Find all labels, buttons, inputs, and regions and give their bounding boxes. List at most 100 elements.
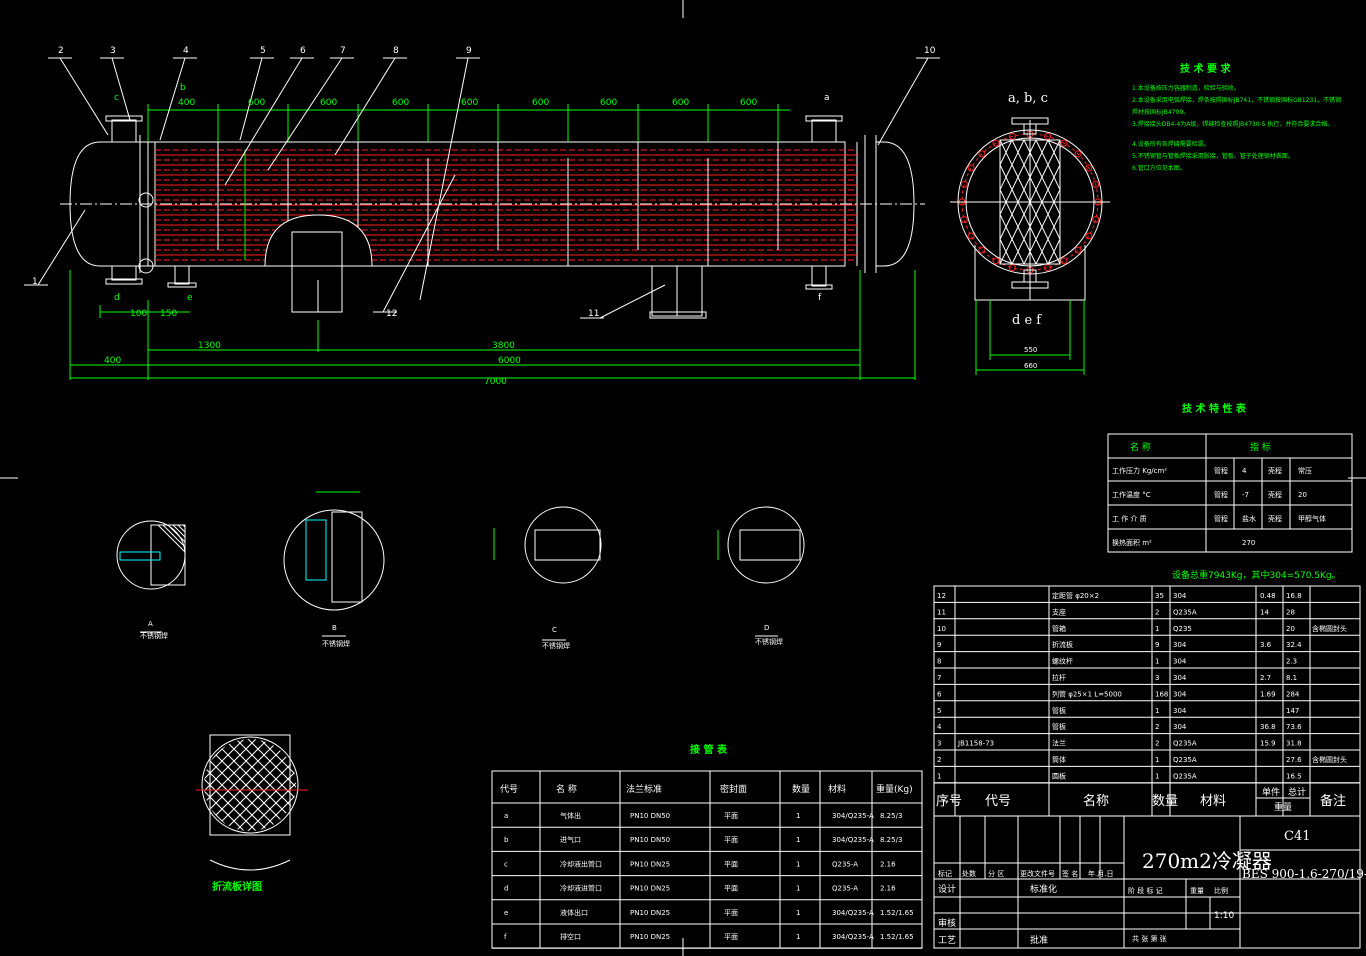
tech-req-line: 3.焊接接头DB4-4为A级，焊缝检查按照JB4730-5 执行，并符合要求合格… bbox=[1132, 120, 1333, 128]
nozzle-table-cell: 平面 bbox=[724, 885, 738, 893]
parts-cell: 304 bbox=[1173, 592, 1187, 600]
dim-label: 400 bbox=[178, 98, 195, 108]
bolt-hole bbox=[967, 232, 975, 240]
dim-label: 550 bbox=[1024, 346, 1037, 354]
nozzle-table-cell: PN10 DN25 bbox=[630, 860, 670, 868]
drawing-name: 270m2冷凝器 bbox=[1142, 849, 1272, 873]
tb-process: 工艺 bbox=[938, 935, 956, 946]
parts-cell: 9 bbox=[1155, 641, 1159, 649]
parts-cell: 28 bbox=[1286, 608, 1295, 616]
tech-table-cell: 工作压力 Kg/cm² bbox=[1112, 466, 1167, 475]
tech-table-cell: 工作温度 °C bbox=[1112, 490, 1151, 499]
bolt-hole bbox=[1092, 216, 1100, 224]
nozzle-table-header: 数量 bbox=[792, 783, 810, 795]
parts-cell: 螺纹杆 bbox=[1052, 657, 1073, 666]
parts-cell: 筒体 bbox=[1052, 755, 1066, 764]
baffle-label: 折流板详图 bbox=[212, 880, 262, 893]
tech-req-line: 1.本设备按压力容器制造，检验与验收。 bbox=[1132, 84, 1240, 92]
nozzle-table-cell: 平面 bbox=[724, 812, 738, 820]
nozzle-table-cell: 排空口 bbox=[560, 932, 581, 941]
parts-cell: 1.69 bbox=[1260, 690, 1276, 698]
parts-cell: 284 bbox=[1286, 690, 1300, 698]
parts-cell: 35 bbox=[1155, 592, 1164, 600]
bottom-dimensions bbox=[69, 150, 916, 380]
parts-cell: 9 bbox=[937, 641, 941, 649]
nozzle-letter: b bbox=[180, 83, 186, 93]
part-label: 1 bbox=[32, 277, 38, 287]
parts-header: 单件 bbox=[1262, 786, 1280, 798]
bolt-hole bbox=[1008, 132, 1016, 140]
parts-cell: 16.8 bbox=[1286, 592, 1302, 600]
tech-table-cell: 4 bbox=[1242, 467, 1247, 475]
parts-cell: 304 bbox=[1173, 658, 1187, 666]
part-label: 10 bbox=[924, 46, 936, 56]
nozzle-table-cell: 1 bbox=[796, 860, 800, 868]
parts-cell: 圆板 bbox=[1052, 771, 1066, 780]
nozzle-table-cell: 304/Q235-A bbox=[832, 812, 874, 820]
tech-table-cell: 270 bbox=[1242, 539, 1255, 547]
part-label: 9 bbox=[466, 46, 472, 56]
parts-cell: 2.3 bbox=[1286, 658, 1297, 666]
parts-header: 名称 bbox=[1083, 793, 1109, 809]
detail-letter: B bbox=[332, 624, 337, 632]
side-view-top-label: a, b, c bbox=[1008, 91, 1048, 106]
bolt-hole bbox=[1085, 232, 1093, 240]
parts-cell: 1 bbox=[1155, 772, 1159, 780]
parts-cell: 1 bbox=[1155, 756, 1159, 764]
parts-header: 材料 bbox=[1200, 794, 1226, 809]
parts-cell: Q235A bbox=[1173, 740, 1197, 748]
detail-letter: C bbox=[552, 626, 557, 634]
tb-row: 年.月.日 bbox=[1088, 869, 1113, 878]
nozzle-table-header: 代号 bbox=[500, 784, 518, 795]
tech-table-header: 名 称 bbox=[1130, 441, 1151, 453]
parts-cell: 2 bbox=[937, 756, 941, 764]
dimension-labels: 400 600 600 600 600 600 600 600 600 1300… bbox=[104, 83, 830, 387]
parts-cell: 1 bbox=[1155, 658, 1159, 666]
parts-cell: 5 bbox=[937, 707, 941, 715]
nozzle-table-header: 名 称 bbox=[556, 783, 577, 795]
bolt-hole bbox=[1085, 164, 1093, 172]
tech-table-cell: 壳程 bbox=[1268, 514, 1282, 523]
bolt-hole bbox=[992, 139, 1000, 147]
side-view: a, b, c d e f 550 660 bbox=[950, 91, 1110, 375]
nozzle-table-cell: 平面 bbox=[724, 860, 738, 868]
detail-note: 不锈钢焊 bbox=[322, 639, 350, 648]
parts-cell: 304 bbox=[1173, 723, 1187, 731]
parts-cell: 3 bbox=[1155, 674, 1159, 682]
nozzle-letter: a bbox=[824, 93, 830, 103]
parts-cell: 304 bbox=[1173, 641, 1187, 649]
nozzle-table-cell: 1 bbox=[796, 909, 800, 917]
detail-letter: D bbox=[764, 624, 769, 632]
technical-requirements: 技 术 要 求 1.本设备按压力容器制造，检验与验收。 2.本设备采用电弧焊接，… bbox=[1132, 62, 1341, 172]
part-label: 3 bbox=[110, 46, 116, 56]
nozzle-table-cell: 304/Q235-A bbox=[832, 836, 874, 844]
parts-cell: 73.6 bbox=[1286, 723, 1302, 731]
nozzle-table-cell: 液体出口 bbox=[560, 908, 588, 917]
tb-row: 分 区 bbox=[988, 869, 1004, 878]
tube-bundle bbox=[155, 149, 857, 261]
detail-letter: A bbox=[148, 620, 153, 628]
parts-cell: Q235 bbox=[1173, 625, 1192, 633]
dim-label: 600 bbox=[461, 98, 478, 108]
nozzle-table-cell: 平面 bbox=[724, 933, 738, 941]
parts-cell: 16.5 bbox=[1286, 772, 1302, 780]
bolt-hole bbox=[1092, 180, 1100, 188]
main-elevation bbox=[24, 57, 940, 380]
parts-cell: 含椭圆封头 bbox=[1312, 624, 1347, 633]
parts-cell: 27.6 bbox=[1286, 756, 1302, 764]
parts-cell: 11 bbox=[937, 608, 946, 616]
tech-table-cell: 管程 bbox=[1214, 490, 1228, 499]
parts-cell: 含椭圆封头 bbox=[1312, 755, 1347, 764]
dim-label: 600 bbox=[740, 98, 757, 108]
tb-scale: 1:10 bbox=[1214, 911, 1234, 921]
tech-table-cell: 盐水 bbox=[1242, 514, 1256, 523]
tech-table-cell: 管程 bbox=[1214, 466, 1228, 475]
tb-row: 标记 bbox=[938, 869, 952, 878]
saddle-support bbox=[291, 265, 707, 319]
part-label: 4 bbox=[183, 46, 189, 56]
side-view-bottom-label: d e f bbox=[1012, 313, 1042, 328]
detail-note: 不锈钢焊 bbox=[755, 637, 783, 646]
